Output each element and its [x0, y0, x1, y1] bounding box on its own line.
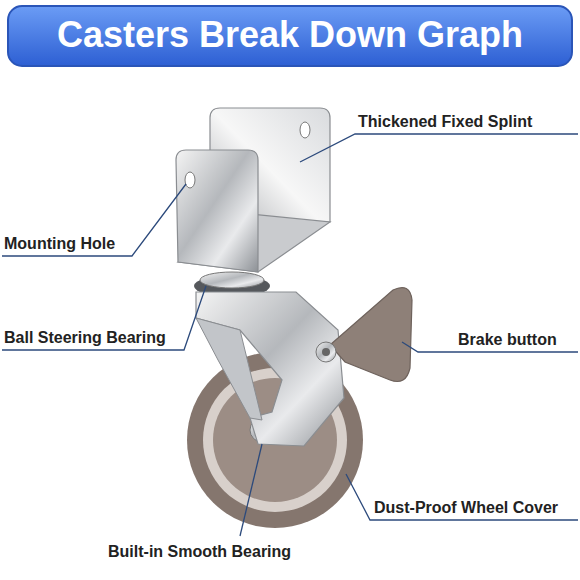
part-label: Ball Steering Bearing — [4, 328, 166, 348]
part-label: Mounting Hole — [4, 234, 115, 254]
fork-leg — [196, 318, 262, 420]
brake-bolt — [316, 342, 336, 362]
mounting-hole — [300, 122, 310, 138]
part-label: Dust-Proof Wheel Cover — [374, 498, 558, 518]
part-label: Built-in Smooth Bearing — [108, 542, 291, 562]
leader-lines — [2, 134, 578, 536]
fork — [196, 292, 344, 446]
title: Casters Break Down Graph — [0, 11, 580, 59]
swivel-ring — [200, 272, 264, 288]
front-plate — [176, 150, 258, 272]
part-label: Thickened Fixed Splint — [358, 112, 532, 132]
brake-lever — [330, 288, 412, 382]
part-label: Brake button — [458, 330, 557, 350]
mounting-hole — [185, 172, 195, 188]
